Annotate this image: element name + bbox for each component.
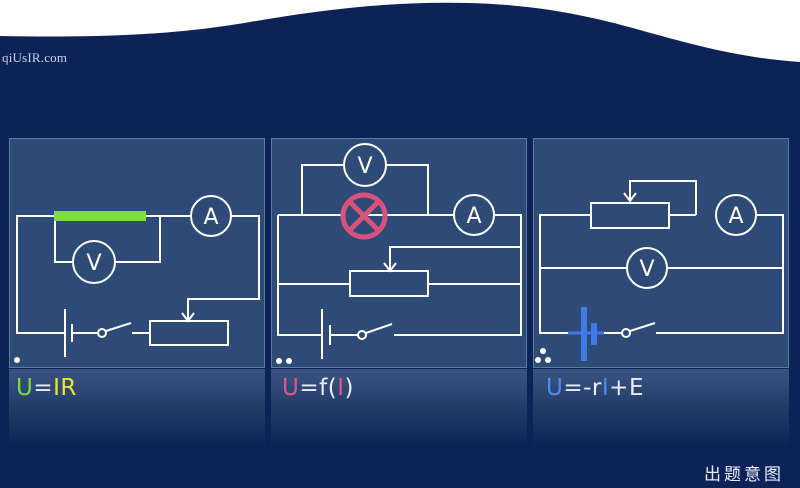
formula-part: =f( [299, 375, 338, 401]
bulb [340, 192, 388, 240]
wire [16, 215, 65, 334]
switch-lever [105, 322, 132, 332]
wire [277, 215, 322, 336]
switch-lever [629, 322, 656, 332]
voltmeter: V [343, 143, 387, 187]
index-dot [286, 358, 292, 364]
switch-pivot [621, 328, 631, 338]
rheostat [149, 320, 229, 346]
wire [394, 214, 522, 336]
wire [656, 214, 784, 334]
design-intent-reflection: 出题意图 [704, 468, 784, 478]
switch-pivot [357, 330, 367, 340]
formula-part: +E [609, 375, 644, 401]
rheostat [590, 202, 670, 229]
formula-part: ) [344, 375, 354, 401]
circuit-panel-1: V A [9, 138, 265, 368]
wire [301, 164, 344, 216]
wire [54, 216, 73, 263]
index-dot [14, 357, 20, 363]
wire [187, 215, 260, 319]
formula-part: = [33, 375, 54, 401]
svg-text:V: V [357, 154, 372, 179]
circuit-diagram-3: A V [535, 180, 784, 363]
index-dot [540, 348, 546, 354]
circuit-diagram-2: V A [276, 143, 522, 364]
formula-card-3: U=-rI+E [533, 369, 789, 447]
voltmeter: V [626, 247, 668, 289]
wire [115, 216, 161, 263]
voltmeter: V [72, 240, 116, 284]
formula-part: U [16, 375, 34, 401]
formula-emf: U=-rI+E [546, 375, 644, 401]
design-intent-button[interactable]: 出题意图 [704, 465, 784, 485]
ammeter: A [715, 194, 757, 236]
circuit-diagram-1: V A [14, 195, 260, 363]
formula-part: I [337, 375, 345, 401]
rheostat [349, 270, 429, 297]
svg-text:V: V [639, 257, 654, 282]
site-logo: qiUsIR.com [2, 50, 68, 65]
battery [568, 307, 604, 361]
formula-part: =-r [563, 375, 602, 401]
wire [389, 246, 521, 269]
svg-text:A: A [466, 204, 481, 229]
switch-lever [365, 323, 393, 334]
formula-function: U=f(I) [282, 375, 354, 401]
wire [629, 180, 697, 215]
svg-text:V: V [86, 251, 101, 276]
formula-part: U [546, 375, 564, 401]
formula-part: I [53, 375, 61, 401]
index-dot [535, 357, 541, 363]
formula-card-2: U=f(I) [271, 369, 527, 447]
ammeter: A [453, 194, 495, 236]
svg-text:A: A [203, 205, 218, 230]
formula-part: U [282, 375, 300, 401]
formula-part: I [601, 375, 610, 401]
circuit-panel-3: A V [533, 138, 789, 368]
index-dot [545, 357, 551, 363]
switch-pivot [97, 328, 107, 338]
wire [386, 164, 429, 215]
ammeter: A [190, 195, 232, 237]
wire [539, 214, 591, 334]
slider-arrow [623, 192, 637, 203]
formula-part: R [60, 375, 77, 401]
formula-ohms-law: U=IR [16, 375, 77, 401]
index-dot [276, 358, 282, 364]
svg-text:A: A [728, 204, 743, 229]
circuit-panel-2: V A [271, 138, 527, 368]
formula-card-1: U=IR [9, 369, 265, 447]
